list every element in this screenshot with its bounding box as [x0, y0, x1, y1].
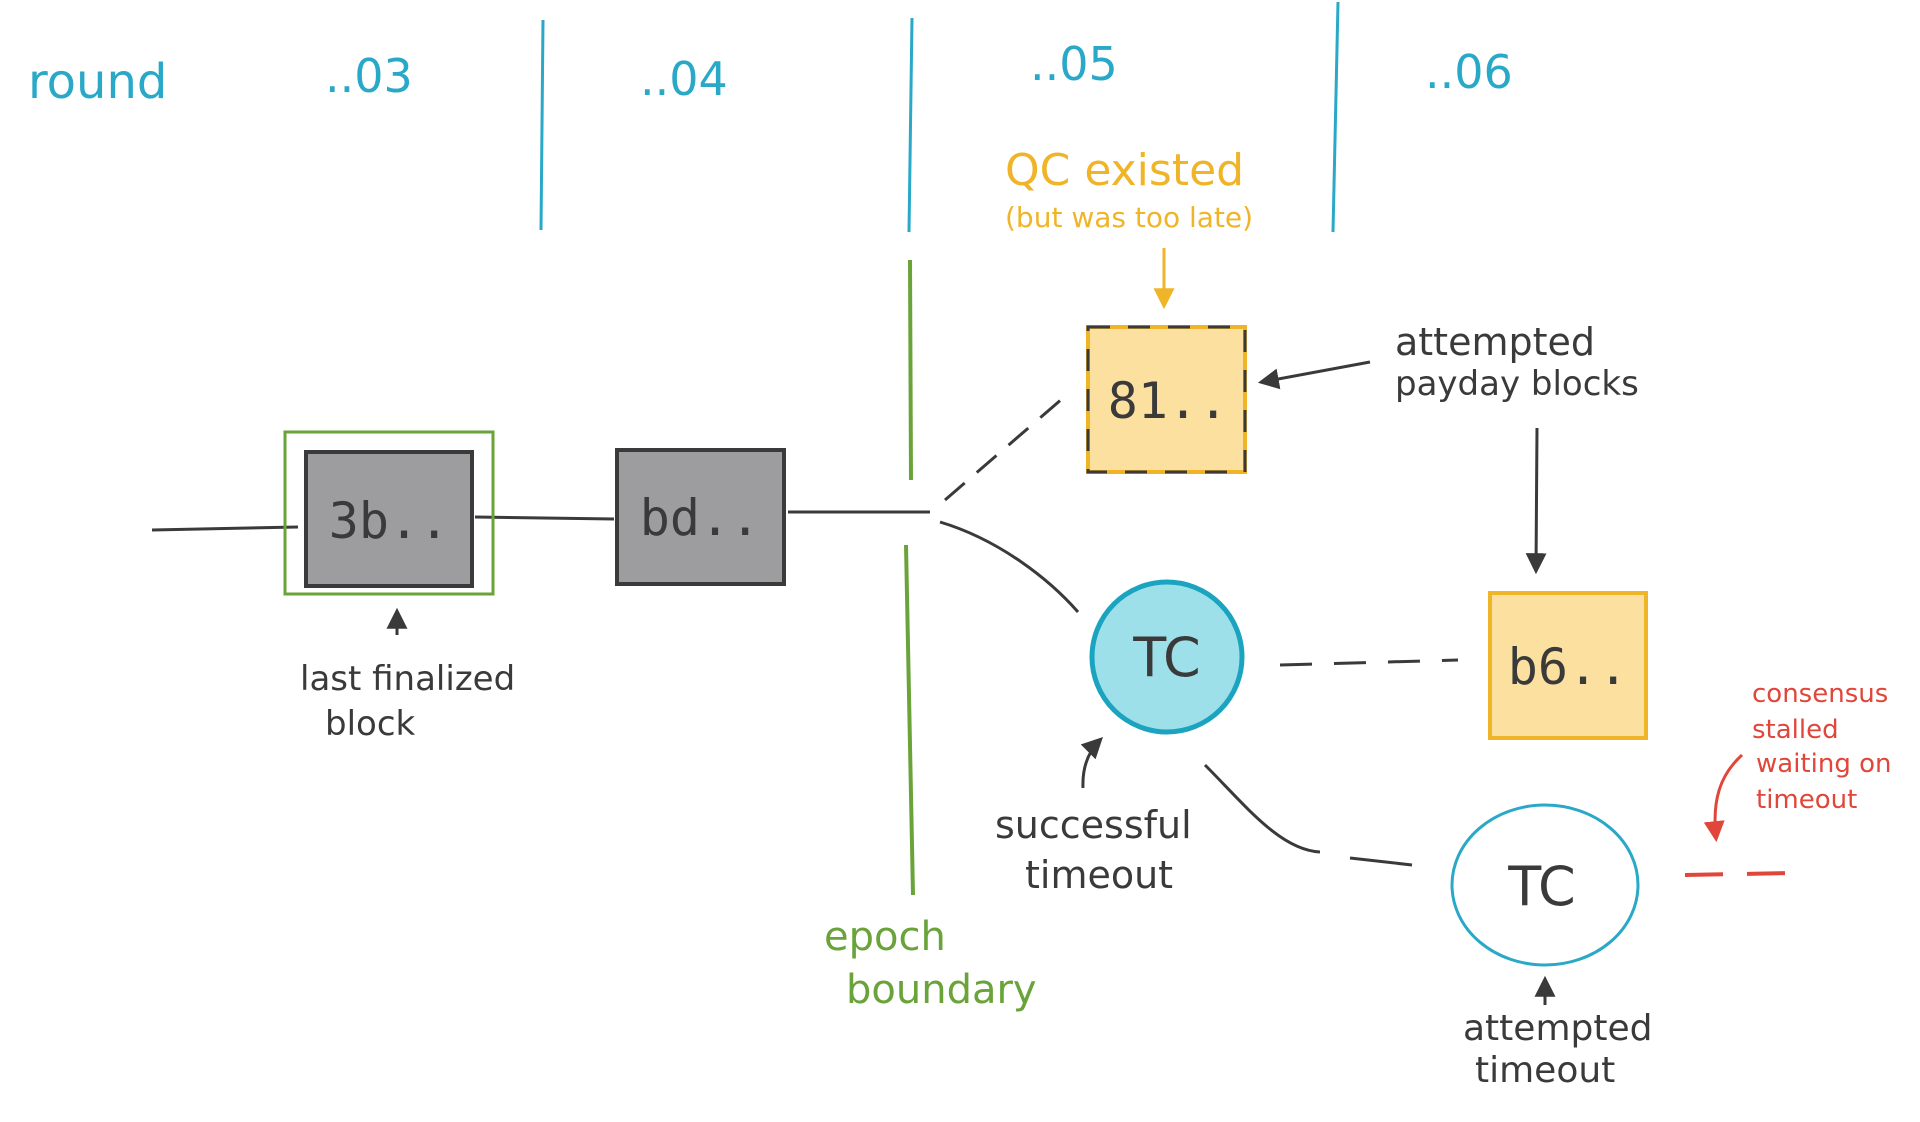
block-b6: [1488, 591, 1648, 740]
qc-annotation-line2: (but was too late): [1005, 201, 1253, 234]
fork-to-tc-curve: [939, 520, 1080, 613]
tc-to-attempted-tc: [1203, 763, 1321, 854]
stalled-arrow: [1703, 753, 1744, 843]
successful-timeout-line1: successful: [995, 803, 1192, 847]
tc-attempted: [1450, 803, 1640, 967]
tc-successful: [1089, 579, 1245, 735]
attempted-timeout-line1: attempted: [1463, 1008, 1652, 1049]
last-finalized-line2: block: [325, 704, 416, 744]
payday-arrow-to-81: [1257, 360, 1371, 390]
stalled-line1: consensus: [1752, 679, 1888, 709]
epoch-boundary-line: [908, 259, 913, 481]
block-3b-label: 3b..: [329, 492, 449, 550]
tc-attempted-label: TC: [1507, 855, 1576, 918]
stalled-line2: stalled: [1752, 715, 1839, 745]
finalized-frame: [283, 430, 495, 596]
payday-annotation-line1: attempted: [1395, 320, 1595, 364]
stalled-line3: waiting on: [1756, 749, 1891, 779]
stalled-dash: [1684, 871, 1791, 877]
round-divider-2: [907, 17, 914, 233]
round-06-label: ..06: [1425, 45, 1513, 99]
tc-successful-label: TC: [1132, 626, 1201, 689]
epoch-boundary-line-lower: [904, 544, 915, 896]
block-81-label: 81..: [1108, 372, 1228, 430]
round-divider-3: [1331, 1, 1340, 233]
block-3b: [304, 450, 474, 588]
chain-line-3b-bd: [474, 515, 615, 521]
last-finalized-line1: last finalized: [300, 659, 515, 699]
round-05-label: ..05: [1030, 37, 1118, 91]
epoch-annotation-line2: boundary: [846, 967, 1037, 1013]
tc-to-b6-dashed: [1279, 658, 1459, 667]
attempted-timeout-line2: timeout: [1475, 1050, 1615, 1091]
payday-arrow-to-b6: [1525, 427, 1547, 575]
successful-timeout-line2: timeout: [1025, 853, 1173, 897]
round-03-label: ..03: [325, 49, 413, 103]
chain-line-start: [151, 525, 299, 532]
round-divider-1: [539, 19, 545, 231]
round-04-label: ..04: [640, 52, 728, 106]
block-81: [1086, 325, 1247, 474]
tc-to-attempted-tc-dash: [1349, 856, 1413, 867]
block-bd: [615, 448, 786, 586]
epoch-annotation-line1: epoch: [824, 914, 946, 960]
block-bd-label: bd..: [640, 489, 760, 547]
stalled-line4: timeout: [1756, 785, 1857, 815]
fork-to-81-dashed: [944, 390, 1071, 502]
payday-annotation-line2: payday blocks: [1395, 364, 1639, 404]
round-label: round: [28, 54, 167, 110]
successful-timeout-arrow: [1080, 737, 1103, 789]
qc-annotation-line1: QC existed: [1005, 145, 1244, 196]
block-81-dashed-border: [1086, 325, 1247, 474]
block-b6-label: b6..: [1508, 638, 1628, 696]
